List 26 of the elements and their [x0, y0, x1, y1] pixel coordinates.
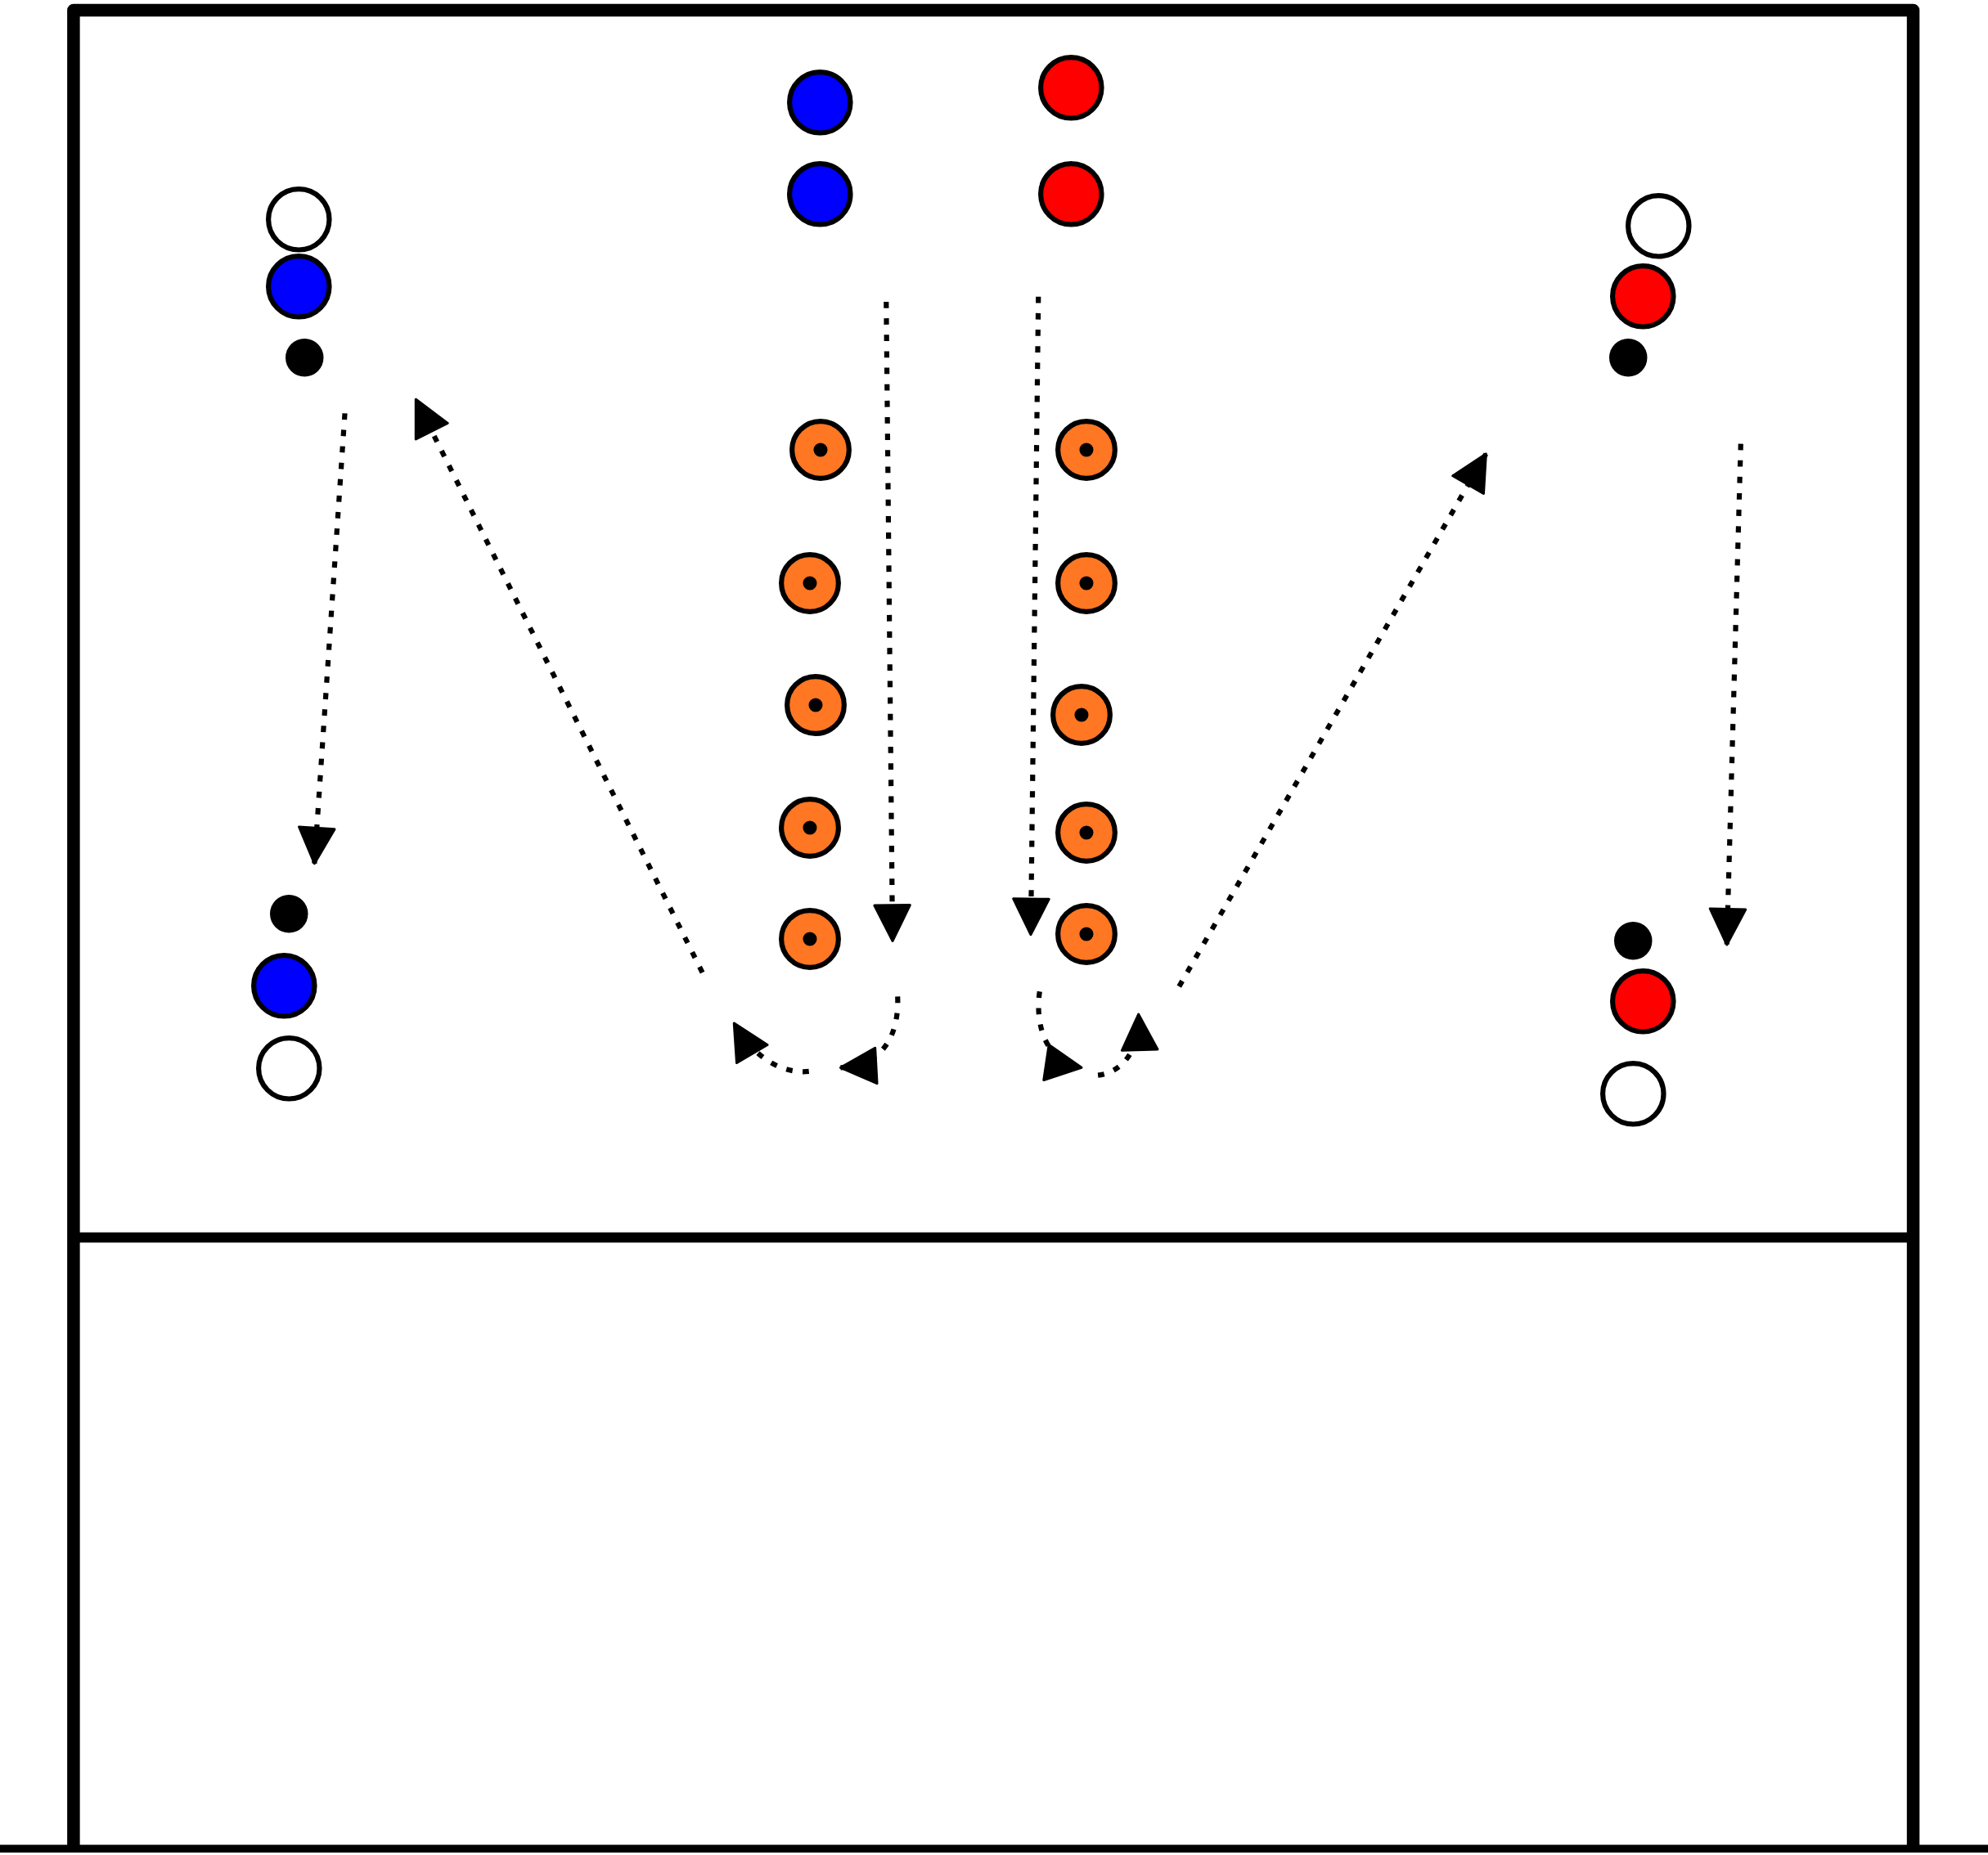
ball-icon [1608, 338, 1648, 377]
cone-icon [789, 419, 852, 482]
player-icon [256, 1035, 322, 1102]
cone-icon [779, 551, 842, 614]
player-icon [1625, 192, 1692, 259]
player-icon [1038, 160, 1104, 227]
player-icon [787, 160, 853, 227]
player-icon [1610, 968, 1676, 1035]
player-icon [787, 70, 853, 136]
ball-icon [285, 338, 324, 377]
cone-icon [784, 673, 847, 736]
cone-icon [779, 908, 842, 971]
cone-icon [1050, 684, 1113, 746]
player-icon [1610, 263, 1676, 330]
ball-icon [270, 895, 308, 933]
player-icon [266, 186, 332, 253]
player-icon [1599, 1061, 1666, 1127]
player-icon [250, 953, 317, 1019]
player-icon [266, 253, 332, 320]
player-icon [1038, 54, 1104, 121]
cone-icon [779, 797, 842, 859]
cone-icon [1055, 419, 1118, 482]
cone-icon [1055, 802, 1118, 865]
ball-icon [1613, 921, 1653, 960]
cone-icon [1055, 903, 1118, 966]
cone-icon [1055, 551, 1118, 614]
